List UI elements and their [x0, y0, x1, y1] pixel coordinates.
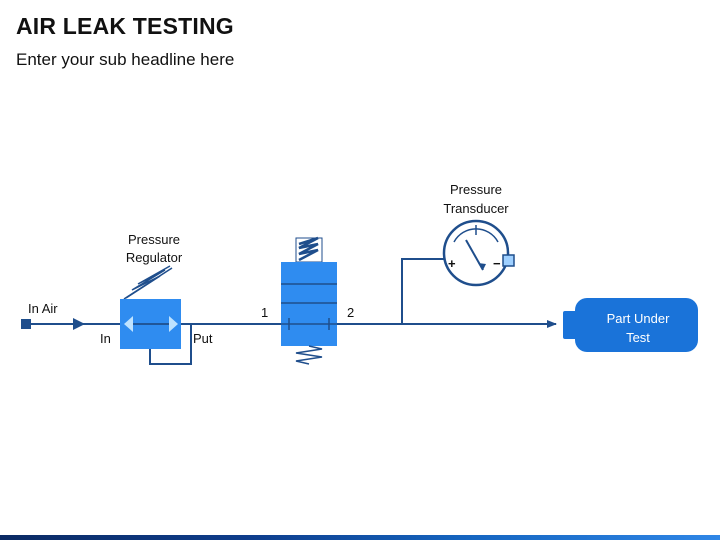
in-air-label: In Air [28, 301, 58, 316]
valve-port-2-label: 2 [347, 305, 354, 320]
part-label-line2: Test [626, 330, 650, 345]
regulator-port-out: Put [193, 331, 213, 346]
transducer-connector-icon [502, 254, 515, 267]
part-under-test [563, 298, 698, 352]
page-subtitle: Enter your sub headline here [16, 50, 235, 69]
transducer-minus-label: − [493, 256, 501, 271]
regulator-feedback-line [149, 324, 192, 365]
transducer-plus-label: + [448, 256, 456, 271]
regulator-flow-arrows-icon [124, 316, 178, 332]
part-label-line1: Part Under [607, 311, 671, 326]
page-title: AIR LEAK TESTING [16, 13, 234, 39]
valve-bottom-spring-icon [295, 345, 323, 365]
transducer-label-line2: Transducer [443, 201, 509, 216]
transducer-branch-line [401, 258, 444, 324]
valve-port-1-label: 1 [261, 305, 268, 320]
inlet-square [21, 319, 31, 329]
valve-block [281, 262, 337, 346]
valve-top-coil-icon [295, 236, 323, 263]
regulator-spring-icon [123, 265, 173, 300]
transducer-gauge-icon [442, 219, 510, 287]
regulator-label-line2: Regulator [126, 250, 183, 265]
regulator-port-in: In [100, 331, 111, 346]
regulator-label-line1: Pressure [128, 232, 180, 247]
inlet-arrowhead [73, 318, 85, 330]
footer-accent-bar [0, 535, 720, 540]
transducer-label-line1: Pressure [450, 182, 502, 197]
